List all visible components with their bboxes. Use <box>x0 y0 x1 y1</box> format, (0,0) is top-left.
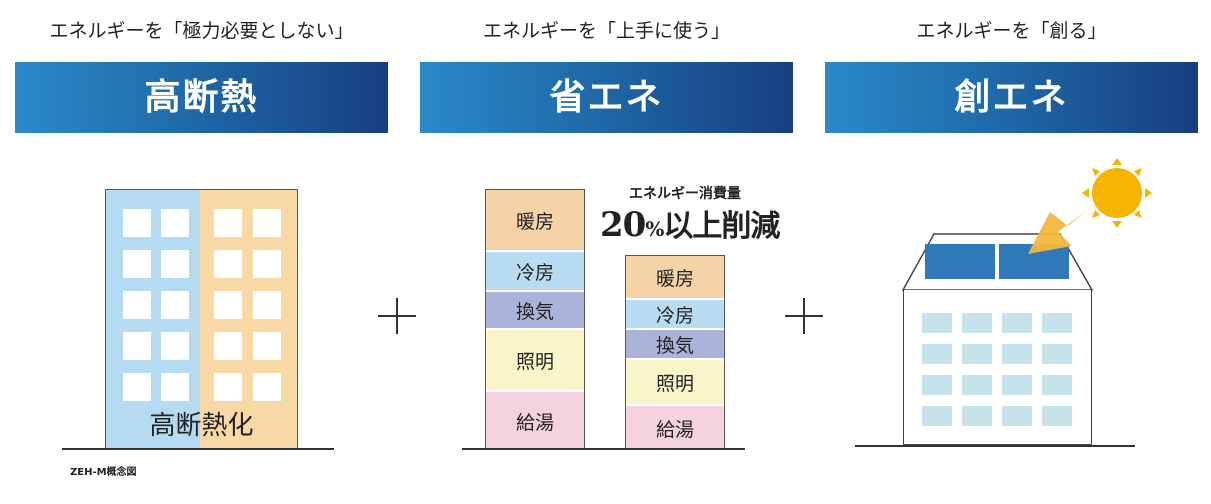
insulated-building <box>105 189 298 449</box>
window <box>123 250 151 278</box>
caption-insulation: エネルギーを「極力必要としない」 <box>49 20 354 42</box>
solar-building <box>903 290 1092 445</box>
caption-energy-creation: エネルギーを「創る」 <box>916 20 1107 42</box>
window <box>1002 344 1032 364</box>
stack-segment-ventilation: 換気 <box>486 292 584 330</box>
reduction-label: エネルギー消費量 <box>629 186 741 202</box>
ground-line <box>462 448 745 450</box>
stack-segment-cooling: 冷房 <box>486 252 584 292</box>
banner-high-insulation: 高断熱 <box>15 62 388 133</box>
window <box>214 250 242 278</box>
caption-energy-saving: エネルギーを「上手に使う」 <box>482 20 730 42</box>
window <box>123 373 151 401</box>
ground-line <box>62 448 334 450</box>
window <box>123 332 151 360</box>
window <box>123 209 151 237</box>
banner-energy-creation: 創エネ <box>825 62 1198 133</box>
energy-stack-after: 暖房 冷房 換気 照明 給湯 <box>625 255 725 450</box>
window <box>962 313 992 333</box>
window <box>1042 313 1072 333</box>
reduction-number: 20 <box>600 205 646 245</box>
stack-segment-heating: 暖房 <box>486 190 584 252</box>
window <box>161 291 189 319</box>
window <box>1002 375 1032 395</box>
window <box>161 332 189 360</box>
plus-icon <box>785 298 823 334</box>
window <box>123 291 151 319</box>
sunlight-arrow-icon <box>1028 206 1092 254</box>
reduction-value: 20%以上削減 <box>600 201 780 245</box>
stack-segment-lighting: 照明 <box>626 360 724 406</box>
stack-segment-hot-water: 給湯 <box>626 406 724 450</box>
stack-segment-hot-water: 給湯 <box>486 392 584 450</box>
window <box>253 332 281 360</box>
window <box>253 373 281 401</box>
solar-panel <box>925 244 995 279</box>
window <box>922 313 952 333</box>
footnote: ZEH-M概念図 <box>70 467 137 478</box>
window <box>922 406 952 426</box>
window <box>214 373 242 401</box>
window <box>253 250 281 278</box>
ground-line <box>855 445 1135 447</box>
plus-icon <box>378 298 416 334</box>
window <box>922 344 952 364</box>
window <box>214 209 242 237</box>
window <box>1002 313 1032 333</box>
window <box>962 375 992 395</box>
stack-segment-heating: 暖房 <box>626 256 724 300</box>
window <box>922 375 952 395</box>
window <box>161 250 189 278</box>
window <box>253 209 281 237</box>
window <box>214 332 242 360</box>
insulation-label: 高断熱化 <box>149 411 254 441</box>
window <box>1042 344 1072 364</box>
window <box>161 373 189 401</box>
sun-icon <box>1082 158 1152 228</box>
window <box>962 406 992 426</box>
window <box>1042 375 1072 395</box>
window <box>161 209 189 237</box>
window <box>962 344 992 364</box>
energy-stack-before: 暖房 冷房 換気 照明 給湯 <box>485 189 585 450</box>
stack-segment-lighting: 照明 <box>486 330 584 392</box>
window <box>1002 406 1032 426</box>
reduction-text: 以上削減 <box>663 209 780 244</box>
stack-segment-ventilation: 換気 <box>626 330 724 360</box>
window <box>1042 406 1072 426</box>
stack-segment-cooling: 冷房 <box>626 300 724 330</box>
reduction-unit: % <box>645 217 664 241</box>
banner-energy-saving: 省エネ <box>420 62 793 133</box>
window <box>253 291 281 319</box>
window <box>214 291 242 319</box>
